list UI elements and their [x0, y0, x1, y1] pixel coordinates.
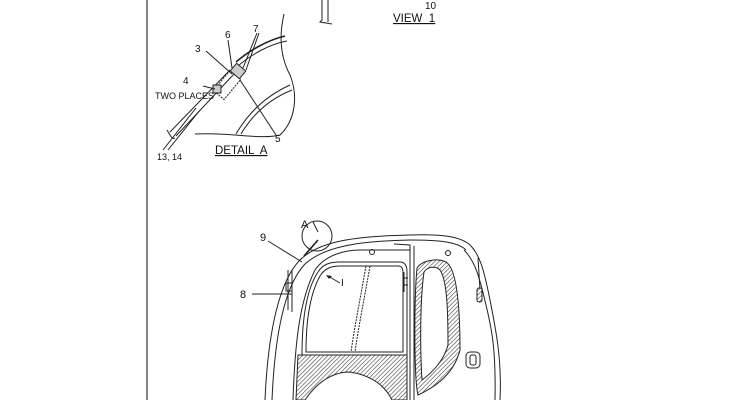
view-arrow-label: I — [341, 278, 344, 289]
detail-a-circle — [301, 220, 333, 252]
callout-5: 5 — [275, 134, 281, 145]
callout-6: 6 — [225, 30, 231, 41]
detail-a-title: DETAIL A — [215, 145, 268, 157]
callout-3: 3 — [195, 44, 201, 55]
detail-a-drawing — [162, 13, 296, 151]
view-1-title: VIEW 1 — [393, 13, 435, 25]
callout-13-14: 13, 14 — [157, 152, 182, 162]
callout-10: 10 — [425, 1, 437, 12]
cab-drawing — [252, 220, 501, 400]
callout-9: 9 — [260, 232, 266, 244]
view-1-part — [318, 0, 333, 25]
two-places-note: TWO PLACES — [155, 91, 214, 101]
callout-4: 4 — [183, 76, 189, 87]
callout-7: 7 — [253, 24, 259, 35]
callout-8: 8 — [240, 289, 246, 301]
detail-a-marker: A — [301, 219, 309, 231]
